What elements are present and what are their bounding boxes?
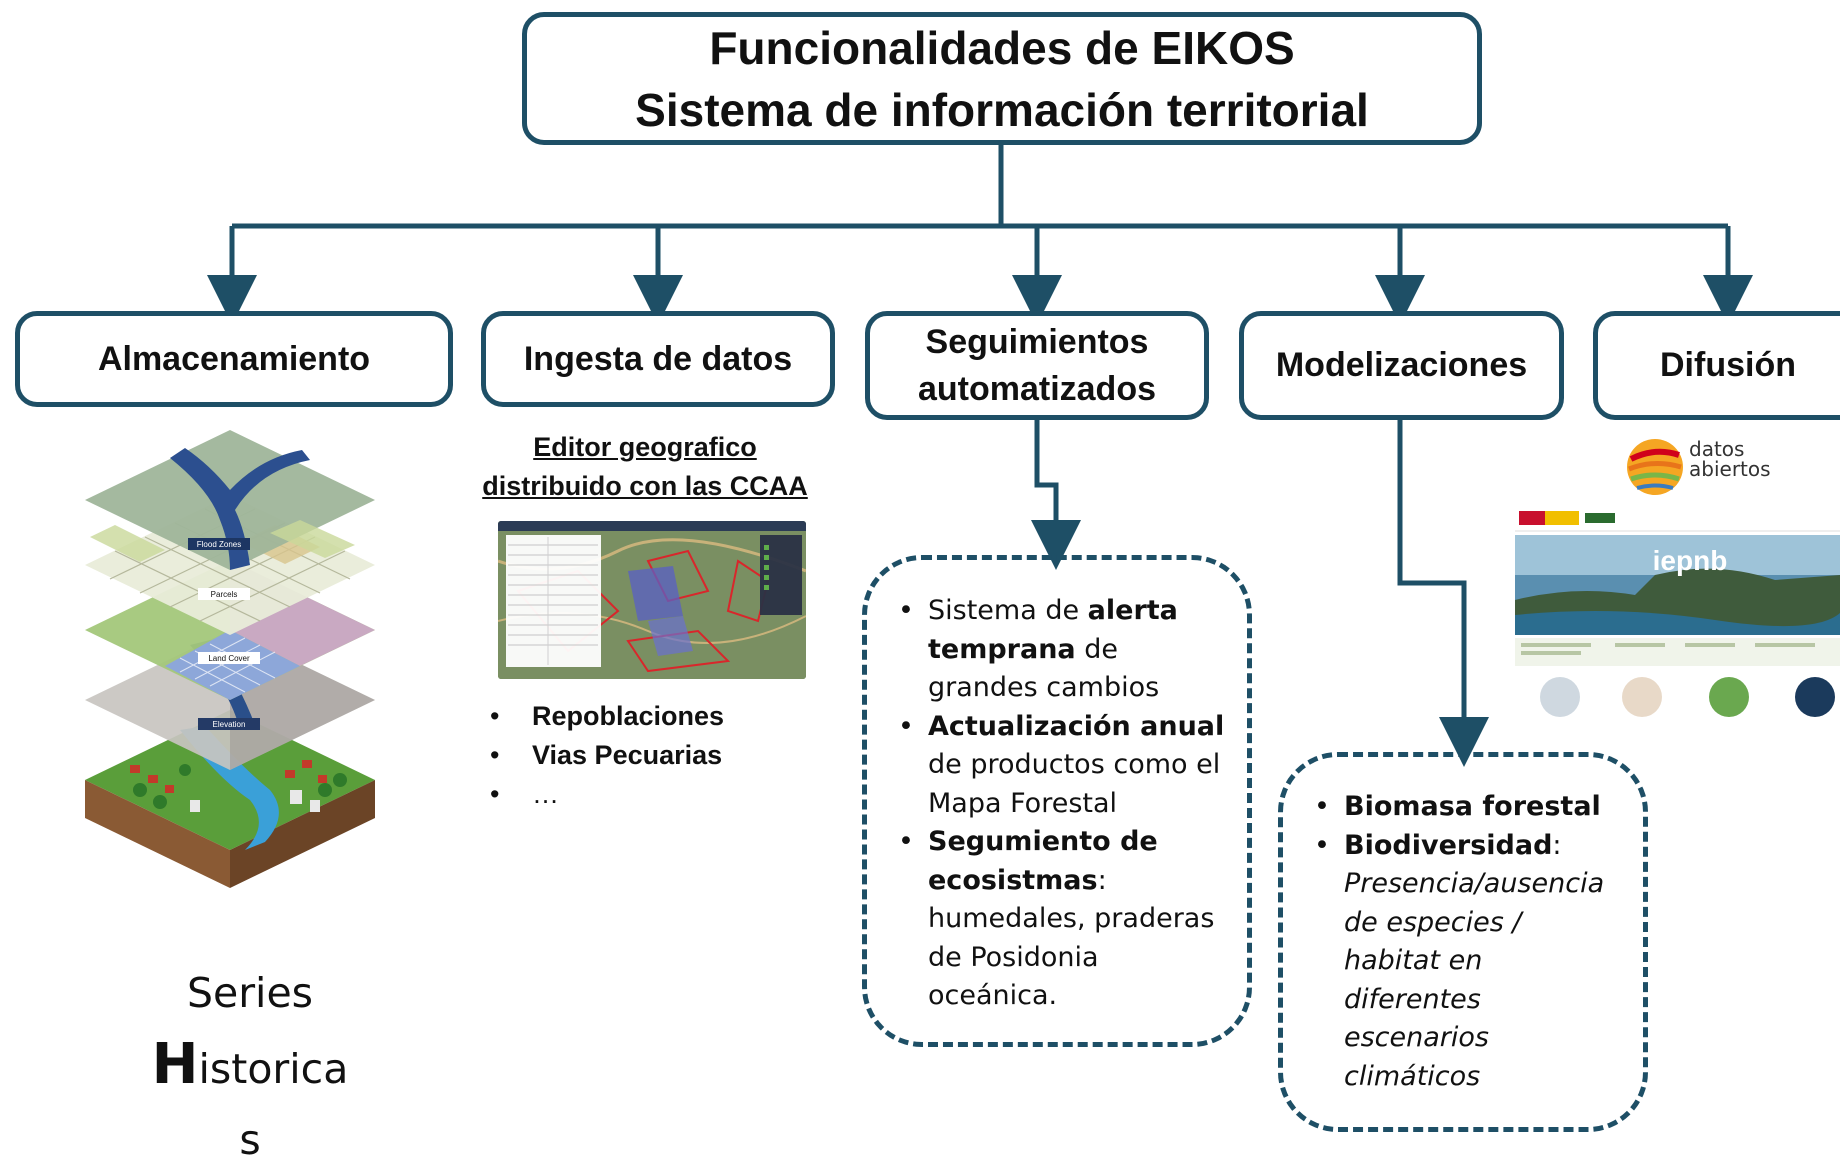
- title-box: Funcionalidades de EIKOS Sistema de info…: [522, 12, 1482, 145]
- caption-line2: Historica: [100, 1029, 400, 1105]
- seguimientos-list: Sistema de alerta temprana de grandes ca…: [898, 592, 1228, 1016]
- ingesta-item-ellipsis: …: [490, 775, 820, 814]
- modelizaciones-dashed-box: [1278, 752, 1648, 1132]
- caption-line3: s: [239, 1116, 261, 1164]
- layer-label-flood-zones: Flood Zones: [197, 540, 241, 549]
- seguimientos-dashed-box: [862, 555, 1252, 1047]
- ingesta-label: Ingesta de datos: [523, 339, 793, 378]
- seguimientos-label-line1: Seguimientos: [925, 322, 1149, 361]
- datos-abiertos-line2: abiertos: [1689, 457, 1771, 481]
- ingesta-item-vias-pecuarias: Vias Pecuarias: [490, 736, 820, 775]
- difusion-box: Difusión: [1593, 311, 1840, 420]
- datos-abiertos-line1: datos: [1689, 437, 1745, 461]
- editor-heading: Editor geografico distribuido con las CC…: [470, 428, 820, 506]
- datos-abiertos-globe-icon: [1627, 439, 1683, 495]
- iepnb-site-screenshot: iepnb: [1515, 505, 1840, 725]
- iepnb-site-title: iepnb: [1653, 545, 1728, 576]
- layer-label-elevation: Elevation: [213, 720, 246, 729]
- ingesta-list: Repoblaciones Vias Pecuarias …: [490, 697, 820, 814]
- seguimientos-item-actualizacion: Actualización anual de productos como el…: [898, 708, 1228, 824]
- series-historicas-caption: Series Historica s: [100, 958, 400, 1176]
- ingesta-item-repoblaciones: Repoblaciones: [490, 697, 820, 736]
- connector-lines: [207, 145, 1753, 767]
- datos-abiertos-logo: datos abiertos: [1625, 437, 1805, 497]
- caption-big-letter: H: [151, 1032, 199, 1097]
- modelizaciones-list: Biomasa forestal Biodiversidad: Presenci…: [1314, 788, 1614, 1096]
- seguimientos-item-ecosistemas: Segumiento de ecosistmas: humedales, pra…: [898, 823, 1228, 1016]
- ingesta-items: Repoblaciones Vias Pecuarias …: [490, 697, 820, 814]
- editor-map: [498, 521, 806, 679]
- ingesta-box: Ingesta de datos: [481, 311, 835, 407]
- almacenamiento-label: Almacenamiento: [97, 339, 371, 378]
- seguimientos-box: Seguimientos automatizados: [865, 311, 1209, 420]
- caption-line1: Series: [186, 969, 314, 1017]
- editor-screenshot: [498, 521, 806, 679]
- title-line-1: Funcionalidades de EIKOS: [709, 21, 1295, 74]
- seguimientos-item-alerta: Sistema de alerta temprana de grandes ca…: [898, 592, 1228, 708]
- map-layers-illustration: Elevation Land Cover Parcels Flood Zones: [85, 430, 375, 888]
- caption-line2-rest: istorica: [198, 1045, 349, 1093]
- layer-label-land-cover: Land Cover: [208, 654, 250, 663]
- title-line-2: Sistema de información territorial: [635, 83, 1369, 136]
- modelizaciones-label: Modelizaciones: [1275, 346, 1528, 384]
- seguimientos-label-line2: automatizados: [917, 369, 1157, 408]
- difusion-label: Difusión: [1660, 346, 1796, 384]
- modelizaciones-item-biodiversidad: Biodiversidad: Presencia/ausencia de esp…: [1314, 827, 1614, 1097]
- modelizaciones-box: Modelizaciones: [1239, 311, 1564, 420]
- almacenamiento-box: Almacenamiento: [15, 311, 453, 407]
- editor-heading-line1: Editor geografico: [533, 432, 757, 462]
- editor-heading-line2: distribuido con las CCAA: [482, 471, 808, 501]
- modelizaciones-item-biomasa: Biomasa forestal: [1314, 788, 1614, 827]
- iepnb-site-image: iepnb: [1515, 505, 1840, 725]
- layer-label-parcels: Parcels: [211, 590, 238, 599]
